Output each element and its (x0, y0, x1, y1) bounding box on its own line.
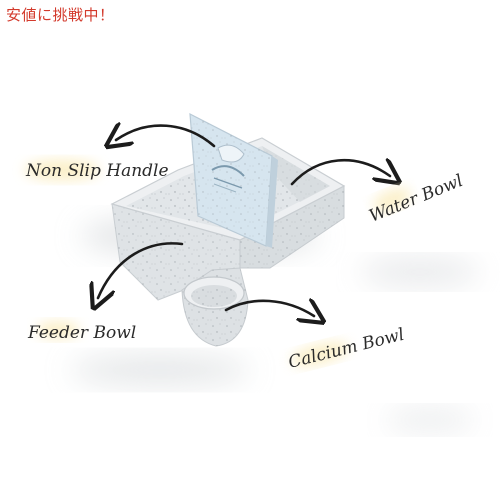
arrow-handle (116, 126, 216, 146)
calcium-cup (181, 267, 249, 347)
price-challenge-banner: 安値に挑戦中！ (6, 6, 115, 24)
arrow-water (290, 160, 390, 184)
callout-arrows (98, 126, 390, 316)
non-slip-handle-label: Non Slip Handle (25, 161, 169, 181)
feeder-tray (110, 112, 346, 347)
label-highlights (24, 159, 411, 367)
arrow-feeder (98, 242, 184, 298)
calcium-bowl-label: Calcium Bowl (286, 325, 406, 373)
arrow-calcium (224, 301, 314, 316)
feeder-bowl-label: Feeder Bowl (27, 323, 136, 343)
non-slip-handle (189, 112, 278, 248)
